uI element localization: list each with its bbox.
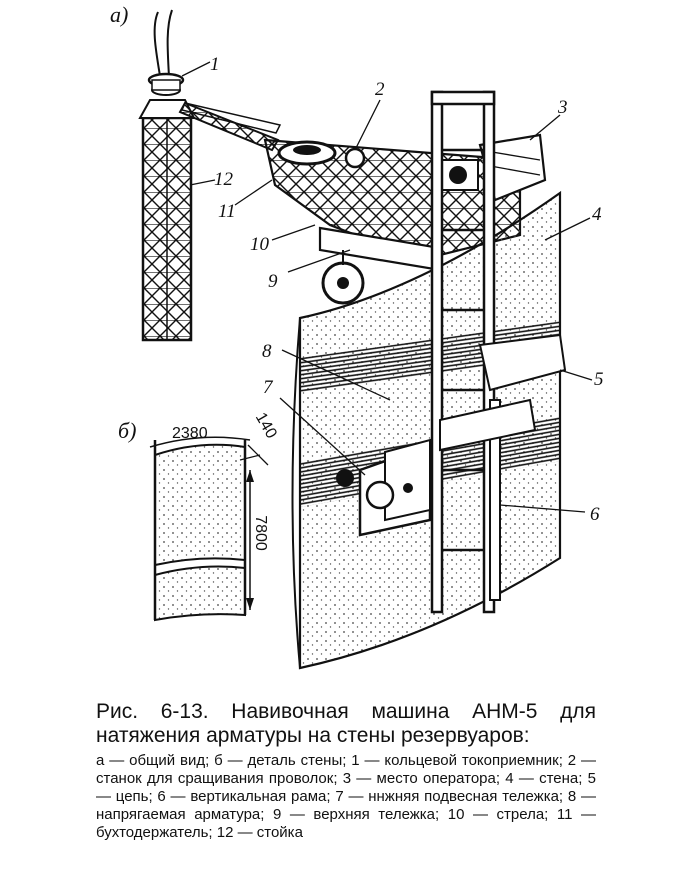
leader-lines [181,61,593,513]
callout-6: 6 [590,504,600,525]
label-part-a: a) [110,2,129,27]
callout-10: 10 [250,234,269,255]
dimension-height: 7800 [251,515,269,551]
caption-legend: а — общий вид; б — деталь стены; 1 — кол… [96,752,596,841]
callout-3: 3 [558,97,568,118]
callout-8: 8 [262,341,272,362]
callout-1: 1 [210,54,220,75]
callout-2: 2 [375,79,385,100]
lower-trolley [336,333,567,537]
callout-4: 4 [592,204,602,225]
dimension-width: 2380 [172,425,208,442]
wall-detail [149,436,269,622]
label-part-b: б) [118,418,137,443]
figure-caption: Рис. 6-13. Навивочная машина АНМ-5 для н… [96,700,596,842]
figure-diagram: a) б) 1 2 3 4 5 6 7 8 9 10 11 12 2380 14… [110,2,604,670]
caption-title: Рис. 6-13. Навивочная машина АНМ-5 для н… [96,700,596,747]
callout-12: 12 [214,169,233,190]
callout-5: 5 [594,369,604,390]
callout-9: 9 [268,271,278,292]
callout-7: 7 [263,377,273,398]
callout-11: 11 [218,201,236,222]
machine-drawing [138,9,593,670]
tower-stand [138,9,196,342]
